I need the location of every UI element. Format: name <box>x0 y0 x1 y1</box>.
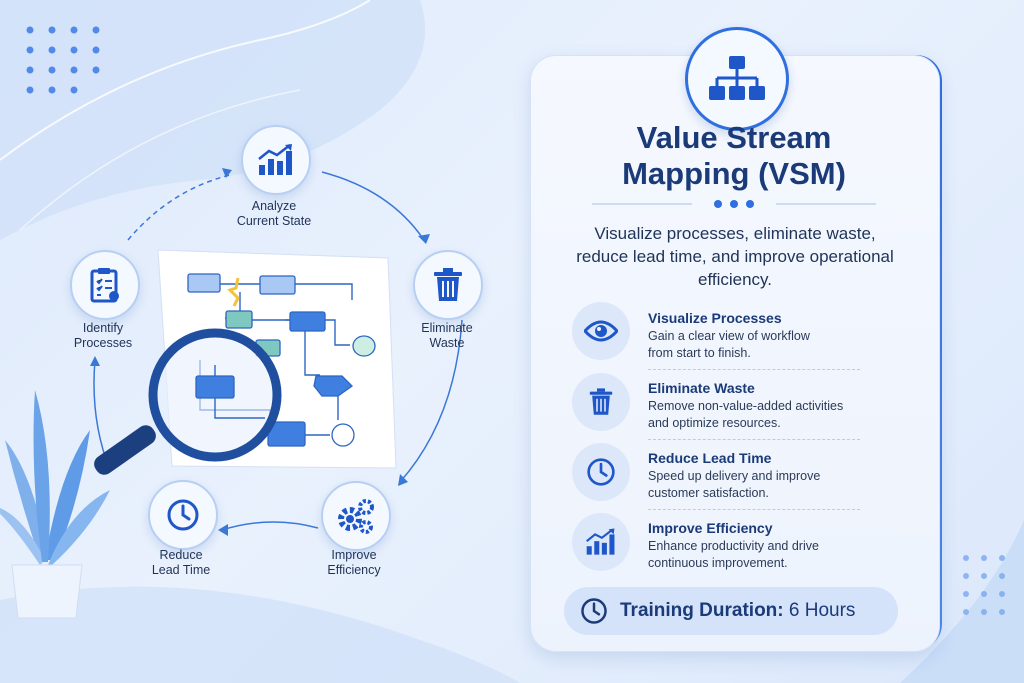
cycle-step-reduce <box>148 480 218 550</box>
title-divider <box>592 200 876 208</box>
growth-chart-icon <box>586 528 615 555</box>
header-badge <box>685 27 789 131</box>
cycle-step-analyze <box>241 125 311 195</box>
feature-eliminate-icon-wrap <box>572 373 630 431</box>
cycle-step-identify <box>70 250 140 320</box>
eye-icon <box>584 320 618 342</box>
bar-chart-icon <box>258 144 292 175</box>
feature-reduce-title: Reduce Lead Time <box>648 450 772 466</box>
feature-separator <box>648 509 860 510</box>
training-duration-text: Training Duration: 6 Hours <box>620 600 855 622</box>
clock-icon <box>167 499 199 531</box>
cycle-step-improve <box>321 481 391 551</box>
feature-visualize-icon-wrap <box>572 302 630 360</box>
process-map-illustration <box>94 249 397 475</box>
feature-separator <box>648 439 860 440</box>
clock-icon <box>581 598 607 624</box>
card-description: Visualize processes, eliminate waste, re… <box>576 224 894 289</box>
clock-icon <box>587 458 615 486</box>
duration-label: Training Duration: <box>620 600 784 621</box>
feature-visualize-title: Visualize Processes <box>648 310 782 326</box>
training-duration-badge: Training Duration: 6 Hours <box>564 587 898 635</box>
feature-improve-icon-wrap <box>572 513 630 571</box>
feature-improve-title: Improve Efficiency <box>648 520 773 536</box>
clipboard-icon <box>90 268 119 303</box>
trash-icon <box>434 268 462 301</box>
gears-icon <box>338 499 374 534</box>
cycle-step-eliminate <box>413 250 483 320</box>
trash-icon <box>589 388 613 415</box>
duration-value: 6 Hours <box>788 600 856 621</box>
feature-separator <box>648 369 860 370</box>
hierarchy-icon <box>709 56 765 100</box>
feature-eliminate-title: Eliminate Waste <box>648 380 755 396</box>
feature-reduce-icon-wrap <box>572 443 630 501</box>
